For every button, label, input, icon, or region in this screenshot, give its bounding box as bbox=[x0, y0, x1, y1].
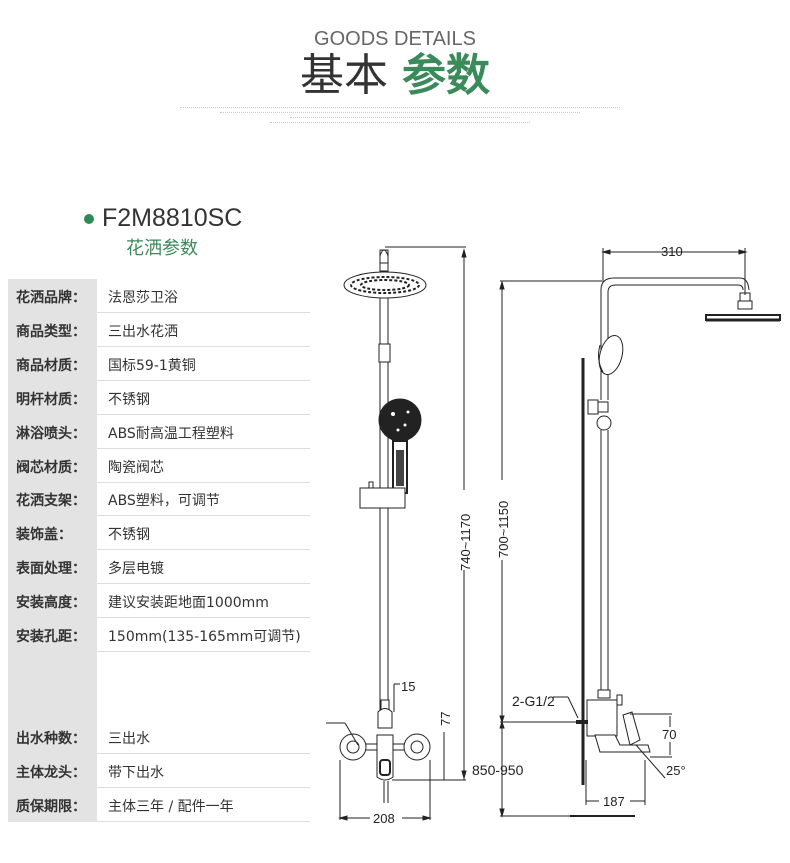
spec-value: 国标59-1黄铜 bbox=[108, 358, 196, 374]
front-dimensions bbox=[338, 246, 467, 821]
row-divider bbox=[97, 753, 310, 754]
spec-label: 安装高度： bbox=[16, 595, 86, 611]
dim-187: 187 bbox=[603, 794, 625, 809]
decorative-filler-text bbox=[180, 104, 620, 127]
spec-label: 花洒支架： bbox=[16, 493, 86, 509]
row-divider bbox=[97, 346, 310, 347]
spec-value: 三出水花洒 bbox=[108, 324, 178, 340]
dim-850-950: 850-950 bbox=[472, 762, 524, 778]
spec-label: 主体龙头： bbox=[16, 765, 86, 781]
spec-label: 出水种数： bbox=[16, 731, 86, 747]
spec-value: ABS耐高温工程塑料 bbox=[108, 426, 234, 442]
spec-row: 质保期限： 主体三年 / 配件一年 bbox=[8, 788, 310, 822]
spec-label: 花洒品牌： bbox=[16, 290, 86, 306]
dim-15: 15 bbox=[401, 679, 415, 694]
spec-value: 主体三年 / 配件一年 bbox=[108, 799, 234, 815]
spec-value: 不锈钢 bbox=[108, 527, 150, 543]
spec-row: 主体龙头： 带下出水 bbox=[8, 754, 310, 788]
spec-row: 安装高度： 建议安装距地面1000mm bbox=[8, 584, 310, 618]
spec-label: 淋浴喷头： bbox=[16, 426, 86, 442]
dim-25-deg: 25° bbox=[666, 763, 686, 778]
spec-row: 表面处理： 多层电镀 bbox=[8, 550, 310, 584]
spec-label: 阀芯材质： bbox=[16, 460, 86, 476]
overhead-shower-icon bbox=[343, 271, 427, 299]
front-view-shower bbox=[326, 249, 431, 803]
side-view-shower bbox=[570, 277, 781, 817]
dim-70: 70 bbox=[662, 727, 676, 742]
row-divider bbox=[97, 515, 310, 516]
row-divider bbox=[97, 583, 310, 584]
spec-row: 安装孔距： 150mm(135-165mm可调节) bbox=[8, 618, 310, 652]
spec-row: 花洒品牌： 法恩莎卫浴 bbox=[8, 279, 310, 313]
spec-row: 商品材质： 国标59-1黄铜 bbox=[8, 347, 310, 381]
dim-740-1170: 740~1170 bbox=[458, 514, 473, 571]
spec-value: 150mm(135-165mm可调节) bbox=[108, 629, 301, 645]
hand-shower-icon bbox=[378, 398, 422, 442]
row-divider bbox=[97, 312, 310, 313]
spec-label: 装饰盖： bbox=[16, 527, 72, 543]
spec-value: 不锈钢 bbox=[108, 392, 150, 408]
spec-value: ABS塑料，可调节 bbox=[108, 493, 220, 509]
row-divider bbox=[97, 651, 310, 652]
spec-row: 花洒支架： ABS塑料，可调节 bbox=[8, 482, 310, 516]
product-model: F2M8810SC bbox=[102, 204, 243, 232]
spec-label: 表面处理： bbox=[16, 561, 86, 577]
spec-label: 明杆材质： bbox=[16, 392, 86, 408]
product-subtitle: 花洒参数 bbox=[126, 238, 198, 259]
spec-row: 明杆材质： 不锈钢 bbox=[8, 381, 310, 415]
dim-inlet: 2-G1/2 bbox=[512, 693, 555, 709]
spec-label-column bbox=[8, 279, 97, 822]
spec-row: 出水种数： 三出水 bbox=[8, 720, 310, 754]
spec-label: 商品材质： bbox=[16, 358, 86, 374]
spec-value: 建议安装距地面1000mm bbox=[108, 595, 269, 611]
spec-value: 法恩莎卫浴 bbox=[108, 290, 178, 306]
spec-row: 商品类型： 三出水花洒 bbox=[8, 313, 310, 347]
spec-label: 安装孔距： bbox=[16, 629, 86, 645]
side-dimensions bbox=[499, 248, 748, 818]
bullet-icon bbox=[84, 214, 94, 224]
spec-value: 带下出水 bbox=[108, 765, 164, 781]
dim-700-1150: 700~1150 bbox=[496, 501, 511, 558]
spec-value: 陶瓷阀芯 bbox=[108, 460, 164, 476]
row-divider bbox=[97, 617, 310, 618]
spec-label: 质保期限： bbox=[16, 799, 86, 815]
goods-details-heading: GOODS DETAILS bbox=[314, 28, 476, 50]
dim-310: 310 bbox=[661, 244, 683, 259]
page-title-part2: 参数 bbox=[402, 50, 490, 101]
page-title: 基本参数 bbox=[0, 50, 790, 102]
spec-row: 阀芯材质： 陶瓷阀芯 bbox=[8, 449, 310, 483]
row-divider bbox=[97, 821, 310, 822]
row-divider bbox=[97, 448, 310, 449]
row-divider bbox=[97, 380, 310, 381]
dim-77: 77 bbox=[438, 712, 453, 726]
dim-208: 208 bbox=[373, 811, 395, 826]
row-divider bbox=[97, 414, 310, 415]
spec-value: 多层电镀 bbox=[108, 561, 164, 577]
row-divider bbox=[97, 549, 310, 550]
row-divider bbox=[97, 482, 310, 483]
page-title-part1: 基本 bbox=[300, 50, 388, 101]
spec-row: 装饰盖： 不锈钢 bbox=[8, 516, 310, 550]
row-divider bbox=[97, 787, 310, 788]
spec-value: 三出水 bbox=[108, 731, 150, 747]
spec-label: 商品类型： bbox=[16, 324, 86, 340]
spec-row: 淋浴喷头： ABS耐高温工程塑料 bbox=[8, 415, 310, 449]
